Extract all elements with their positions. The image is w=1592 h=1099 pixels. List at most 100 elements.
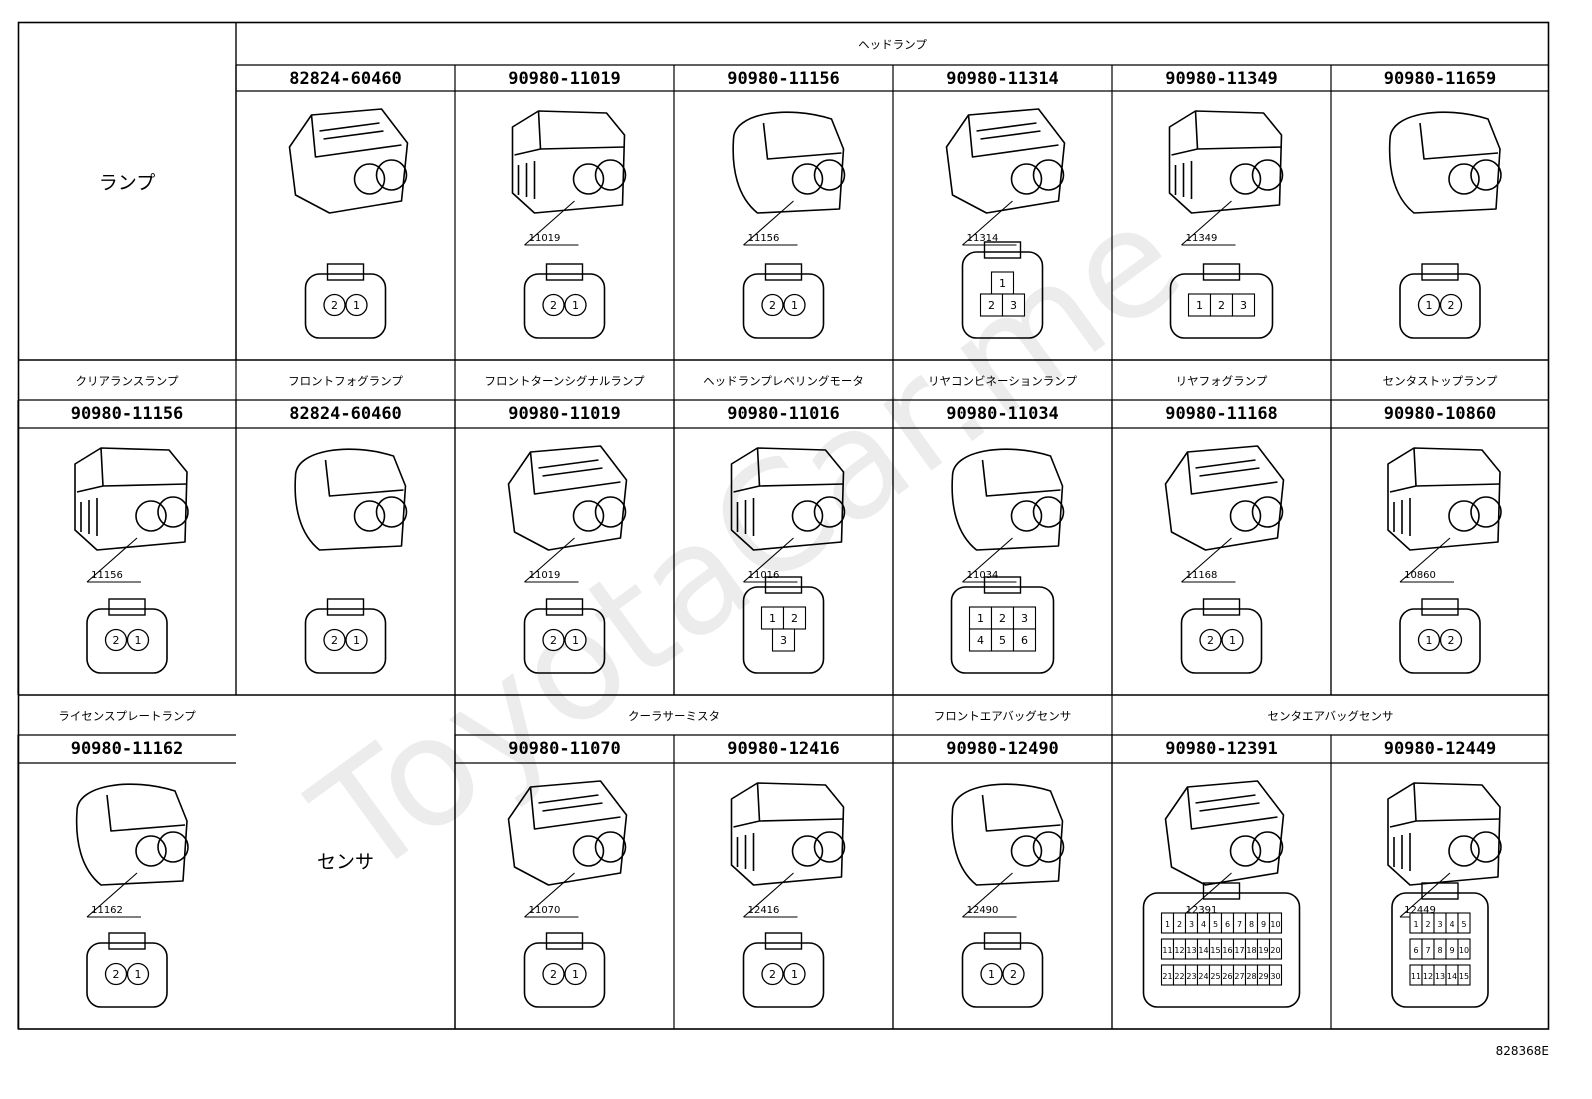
pin-number: 3: [1021, 612, 1028, 625]
part-number: 90980-12490: [946, 739, 1059, 759]
pin-number: 2: [331, 299, 338, 312]
part-number: 90980-11162: [71, 739, 184, 759]
group-header-label: ライセンスプレートランプ: [58, 709, 196, 723]
pin-number: 28: [1246, 972, 1256, 981]
connector-body: [732, 111, 846, 214]
callout-label: 11156: [748, 233, 780, 244]
pin-number: 2: [769, 299, 776, 312]
callout-label: 10860: [1404, 570, 1436, 581]
connector-body: [951, 783, 1065, 886]
pin-circle: [126, 962, 150, 986]
pin-cell: [1268, 938, 1283, 960]
pin-circle: [564, 962, 587, 986]
pin-number: 21: [1162, 972, 1172, 981]
part-callout: 11016: [743, 537, 798, 583]
part-callout: 12416: [743, 872, 798, 918]
pin-circle: [345, 293, 368, 317]
pin-number: 6: [1225, 920, 1230, 929]
part-callout: 11162: [86, 872, 141, 918]
group-header-label: フロントターンシグナルランプ: [484, 374, 645, 388]
pin-number: 7: [1425, 946, 1430, 955]
pin-number: 3: [1010, 299, 1017, 312]
connector-body: [294, 448, 408, 551]
pin-number: 2: [1425, 920, 1430, 929]
connector-body: [945, 108, 1066, 214]
callout-label: 12490: [967, 905, 999, 916]
pin-number: 1: [1165, 920, 1170, 929]
pin-cell: [1268, 964, 1283, 986]
part-number: 90980-11349: [1165, 69, 1278, 89]
pin-number: 25: [1210, 972, 1220, 981]
group-header-label: センタストップランプ: [1383, 374, 1498, 388]
pin-number: 2: [1010, 968, 1017, 981]
section-2: ライセンスプレートランプクーラサーミスタフロントエアバッグセンサセンタエアバッグ…: [17, 695, 1549, 1029]
pin-number: 20: [1270, 946, 1280, 955]
pin-number: 1: [999, 277, 1006, 290]
pin-number: 10: [1459, 946, 1469, 955]
pin-number: 13: [1186, 946, 1196, 955]
pin-number: 12: [1174, 946, 1184, 955]
group-header-label: ヘッドランプ: [858, 38, 927, 52]
pin-number: 4: [1449, 920, 1454, 929]
connector-body: [74, 447, 189, 551]
part-number: 90980-10860: [1384, 404, 1497, 424]
pin-circle: [323, 628, 346, 652]
pin-number: 1: [1229, 634, 1236, 647]
pin-circle: [1221, 628, 1244, 652]
pin-cell: [1001, 293, 1026, 317]
pin-circle: [1002, 962, 1025, 986]
callout-label: 11016: [748, 570, 780, 581]
part-callout: 12391: [1181, 872, 1236, 918]
pin-number: 1: [791, 299, 798, 312]
pin-circle: [104, 962, 128, 986]
pin-circle: [345, 628, 368, 652]
part-callout: 11156: [743, 200, 798, 246]
document-reference: 828368E: [1496, 1044, 1549, 1058]
pin-cell: [1457, 912, 1471, 934]
part-number: 90980-11659: [1384, 69, 1497, 89]
callout-label: 11314: [967, 233, 999, 244]
pin-number: 16: [1222, 946, 1232, 955]
pin-number: 1: [1426, 634, 1433, 647]
pin-circle: [126, 628, 150, 652]
section-1: クリアランスランプ フロントフォグランプ フロントターンシグナルランプ ヘッドランプレ…: [17, 360, 1549, 696]
pin-number: 2: [1207, 634, 1214, 647]
part-number: 82824-60460: [289, 404, 402, 424]
pin-number: 1: [1413, 920, 1418, 929]
pin-number: 30: [1270, 972, 1280, 981]
pin-number: 2: [1177, 920, 1182, 929]
pin-cell: [1457, 964, 1471, 986]
connector-body: [1387, 782, 1502, 886]
pin-number: 9: [1449, 946, 1454, 955]
connector-body: [1164, 780, 1285, 886]
category-label: ランプ: [99, 172, 155, 194]
part-callout: 12490: [962, 872, 1017, 918]
group-header-label: ヘッドランプレベリングモータ: [703, 374, 864, 388]
pin-number: 23: [1186, 972, 1196, 981]
group-header-label: クリアランスランプ: [76, 374, 179, 388]
pin-circle: [542, 293, 565, 317]
callout-label: 11156: [91, 570, 123, 581]
pin-number: 2: [999, 612, 1006, 625]
pin-number: 2: [1218, 299, 1225, 312]
pin-number: 1: [135, 968, 142, 981]
connector-body: [1168, 110, 1284, 214]
callout-label: 12391: [1186, 905, 1218, 916]
group-header-label: フロントフォグランプ: [288, 374, 403, 388]
part-number: 90980-11168: [1165, 404, 1278, 424]
pin-number: 1: [1426, 299, 1433, 312]
